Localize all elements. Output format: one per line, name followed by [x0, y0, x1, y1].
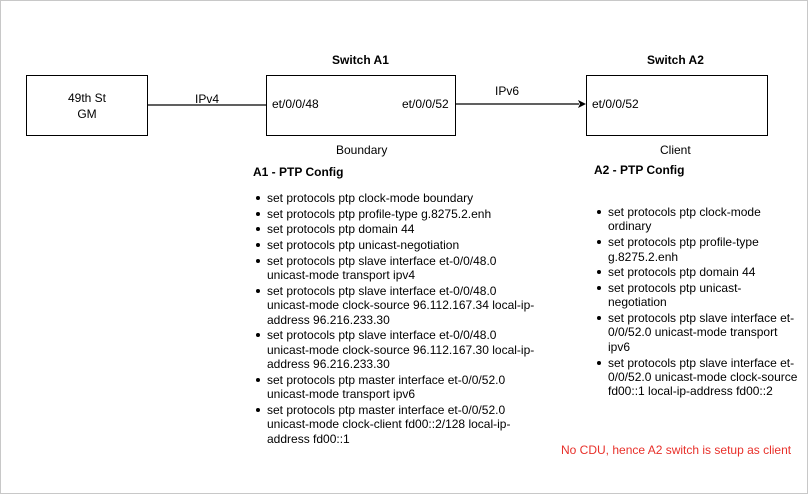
config-a1-title: A1 - PTP Config: [253, 165, 344, 179]
config-line: set protocols ptp slave interface et-0/0…: [256, 284, 539, 327]
note-text: No CDU, hence A2 switch is setup as clie…: [561, 443, 792, 457]
config-line: set protocols ptp profile-type g.8275.2.…: [256, 207, 567, 221]
a2-role-label: Client: [660, 143, 691, 157]
node-gm[interactable]: 49th St GM: [26, 75, 148, 136]
config-line: set protocols ptp profile-type g.8275.2.…: [597, 235, 798, 264]
node-gm-label: 49th St GM: [67, 90, 107, 121]
switch-a1-title: Switch A1: [332, 53, 389, 67]
config-line: set protocols ptp domain 44: [256, 222, 567, 236]
a1-port-right: et/0/0/52: [402, 97, 449, 111]
config-line: set protocols ptp unicast-negotiation: [597, 281, 798, 310]
config-line: set protocols ptp domain 44: [597, 265, 798, 279]
config-line: set protocols ptp clock-mode ordinary: [597, 205, 798, 234]
config-line: set protocols ptp slave interface et-0/0…: [597, 355, 798, 399]
config-a2-list: set protocols ptp clock-mode ordinary se…: [594, 205, 798, 400]
link-gm-a1-label: IPv4: [195, 92, 220, 106]
config-line: set protocols ptp master interface et-0/…: [256, 373, 539, 402]
arrowhead-icon: [578, 100, 586, 108]
config-a2-title: A2 - PTP Config: [594, 163, 685, 177]
config-line: set protocols ptp slave interface et-0/0…: [256, 328, 539, 371]
link-a1-a2-label: IPv6: [495, 84, 520, 98]
a1-port-left: et/0/0/48: [272, 97, 319, 111]
config-line: set protocols ptp clock-mode boundary: [256, 191, 567, 205]
a1-role-label: Boundary: [336, 143, 388, 157]
config-line: set protocols ptp master interface et-0/…: [256, 403, 529, 446]
switch-a2-title: Switch A2: [647, 53, 704, 67]
config-line: set protocols ptp slave interface et-0/0…: [256, 254, 539, 283]
config-line: set protocols ptp slave interface et-0/0…: [597, 311, 798, 354]
config-a1-list: set protocols ptp clock-mode boundary se…: [253, 191, 567, 448]
config-line: set protocols ptp unicast-negotiation: [256, 238, 567, 252]
node-switch-a2[interactable]: [586, 75, 768, 136]
a2-port-left: et/0/0/52: [592, 97, 639, 111]
node-switch-a1[interactable]: [266, 75, 456, 136]
